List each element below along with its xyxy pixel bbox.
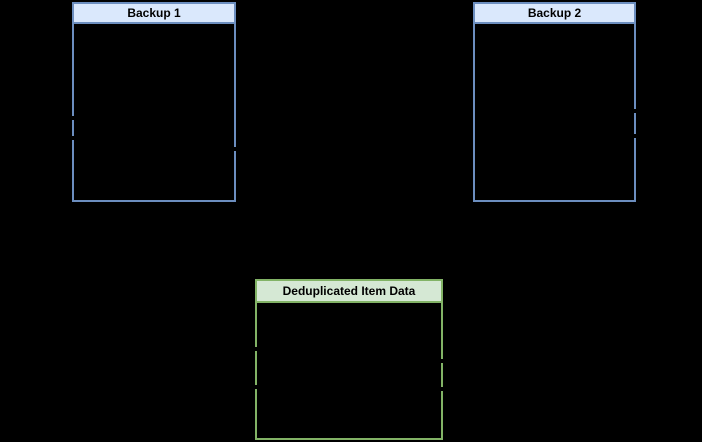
node-deduplicated-item-data-title: Deduplicated Item Data (282, 284, 416, 298)
divider-notch (71, 136, 76, 140)
node-backup-2-title: Backup 2 (527, 6, 582, 20)
divider-notch (254, 385, 259, 389)
node-backup-2-header: Backup 2 (475, 4, 634, 24)
node-backup-2[interactable]: Backup 2 (473, 2, 636, 202)
node-deduplicated-item-data[interactable]: Deduplicated Item Data (255, 279, 443, 440)
node-backup-1-header: Backup 1 (74, 4, 234, 24)
divider-notch (232, 147, 237, 151)
divider-notch (631, 134, 636, 138)
node-backup-1-title: Backup 1 (127, 6, 181, 20)
divider-notch (254, 347, 259, 351)
divider-notch (439, 359, 444, 363)
divider-notch (631, 109, 636, 113)
node-backup-1[interactable]: Backup 1 (72, 2, 236, 202)
node-deduplicated-item-data-header: Deduplicated Item Data (257, 281, 441, 303)
divider-notch (71, 116, 76, 120)
divider-notch (439, 387, 444, 391)
